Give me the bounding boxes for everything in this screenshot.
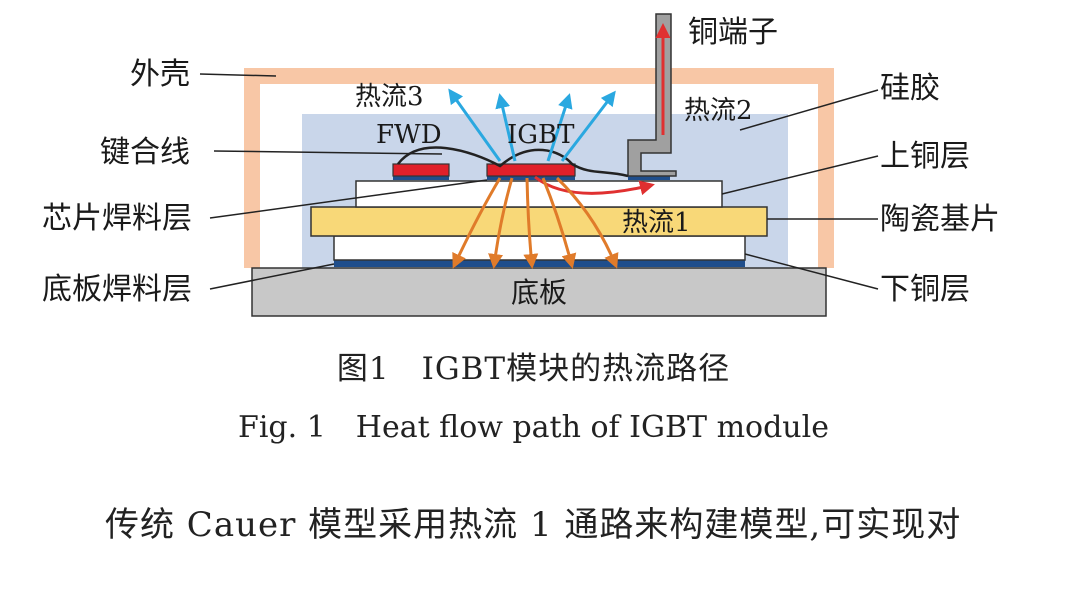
chip-solder-fwd (393, 176, 449, 180)
label-shell: 外壳 (130, 57, 190, 92)
label-baseplate: 底板 (511, 276, 567, 309)
lower-copper-layer (333, 235, 746, 261)
leader-shell (199, 73, 277, 77)
conduction-arrow (452, 177, 502, 269)
terminal-solder (628, 176, 670, 180)
body-text-line: 传统 Cauer 模型采用热流 1 通路来构建模型,可实现对 (105, 505, 962, 545)
conduction-arrows (452, 176, 619, 269)
label-copper-terminal: 铜端子 (688, 15, 778, 50)
conduction-arrow (523, 177, 539, 269)
leader-bond-wire (213, 150, 443, 155)
label-heat-flow-1: 热流1 (622, 208, 691, 238)
heat-flow-3-arrow (495, 93, 517, 162)
label-lower-copper: 下铜层 (880, 272, 970, 307)
ceramic-substrate (310, 206, 768, 237)
leader-chip-solder (209, 179, 488, 219)
fwd-chip (392, 163, 450, 177)
conduction-arrow (488, 177, 514, 269)
bond-wire (397, 146, 629, 178)
label-igbt: IGBT (507, 120, 575, 150)
label-upper-copper: 上铜层 (880, 139, 970, 174)
label-heat-flow-2: 热流2 (684, 96, 753, 126)
heat-flow-3-arrow (546, 93, 573, 162)
conduction-arrow (555, 176, 619, 269)
copper-terminal (627, 13, 677, 177)
leader-silicone-gel (739, 89, 879, 131)
conduction-arrow (541, 177, 577, 269)
igbt-chip (486, 163, 576, 177)
label-fwd: FWD (376, 120, 442, 150)
figure-caption-cn: 图1 IGBT模块的热流路径 (336, 351, 731, 387)
label-silicone-gel: 硅胶 (880, 71, 940, 106)
base-solder-layer (334, 260, 745, 267)
upper-copper-layer (355, 180, 723, 208)
label-bond-wire: 键合线 (100, 135, 190, 170)
heat-flow-3-arrow (448, 88, 502, 162)
heat-flow-3-arrow (560, 90, 616, 162)
leader-base-solder (209, 263, 335, 290)
label-base-solder: 底板焊料层 (42, 272, 192, 307)
leader-upper-copper (721, 155, 879, 195)
heat-flow-3-arrows (448, 88, 616, 162)
label-chip-solder: 芯片焊料层 (42, 201, 192, 236)
shell-frame (244, 68, 834, 268)
figure-caption-en: Fig. 1 Heat flow path of IGBT module (238, 410, 829, 445)
label-ceramic-substrate: 陶瓷基片 (880, 202, 1000, 237)
baseplate (251, 267, 827, 317)
chip-solder-igbt (487, 176, 575, 180)
label-heat-flow-3: 热流3 (355, 82, 424, 112)
leader-lower-copper (744, 253, 879, 290)
